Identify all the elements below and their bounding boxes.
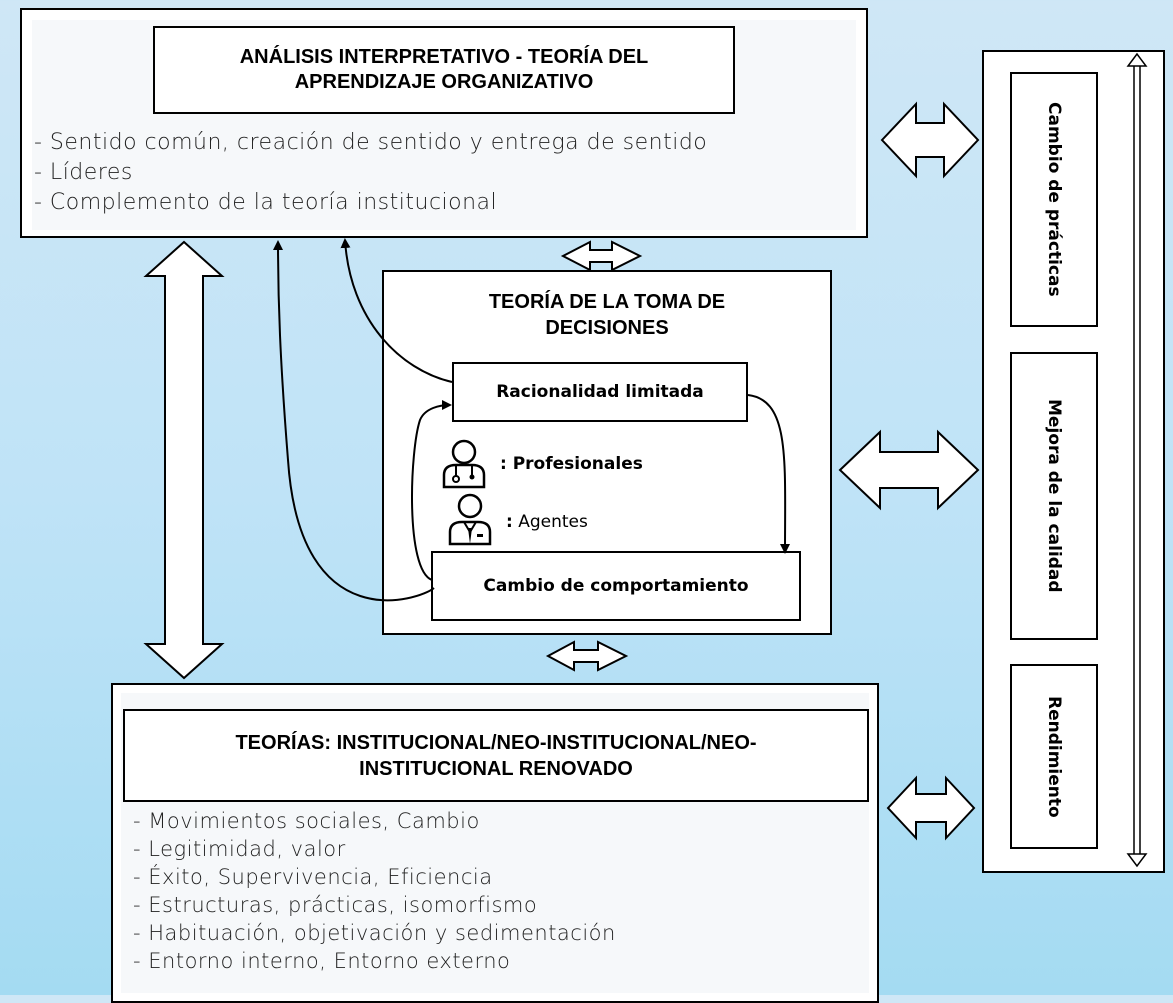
small-double-arrow-icon [545, 640, 629, 672]
title-text: TEORÍAS: INSTITUCIONAL/NEO-INSTITUCIONAL… [235, 731, 757, 780]
list-item: - Sentido común, creación de sentido y e… [34, 130, 708, 155]
list-item: - Entorno interno, Entorno externo [133, 949, 511, 973]
behavior-change-node: Cambio de comportamiento [431, 551, 801, 621]
interpretive-analysis-panel: ANÁLISIS INTERPRETATIVO - TEORÍA DEL APR… [20, 8, 868, 238]
feedback-arrow [273, 240, 435, 602]
interpretive-analysis-list: - Sentido común, creación de sentido y e… [34, 128, 707, 218]
list-item: - Líderes [34, 160, 133, 185]
list-item: - Complemento de la teoría institucional [34, 190, 498, 215]
list-item: - Estructuras, prácticas, isomorfismo [133, 893, 538, 917]
node-label: Cambio de comportamiento [483, 576, 749, 596]
title-text: ANÁLISIS INTERPRETATIVO - TEORÍA DEL APR… [239, 46, 649, 93]
legend-colon: : [506, 512, 513, 532]
cycle-arrow [411, 400, 452, 581]
interpretive-analysis-title: ANÁLISIS INTERPRETATIVO - TEORÍA DEL APR… [153, 26, 735, 114]
list-item: - Movimientos sociales, Cambio [133, 809, 480, 833]
doctor-icon [438, 437, 490, 489]
outcome-label: Mejora de la calidad [1044, 399, 1064, 593]
list-item: - Éxito, Supervivencia, Eficiencia [133, 865, 493, 889]
institutional-theories-title: TEORÍAS: INSTITUCIONAL/NEO-INSTITUCIONAL… [123, 709, 869, 802]
institutional-theories-panel: TEORÍAS: INSTITUCIONAL/NEO-INSTITUCIONAL… [111, 683, 879, 1003]
legend-profesionales: : Profesionales [500, 454, 643, 474]
legend-text: : Profesionales [500, 454, 643, 474]
outcome-box-performance: Rendimiento [1010, 664, 1098, 849]
vertical-double-arrow-icon [1126, 52, 1148, 868]
bounded-rationality-node: Racionalidad limitada [452, 362, 748, 422]
double-arrow-icon [838, 429, 980, 511]
outcome-label: Cambio de prácticas [1044, 102, 1064, 297]
legend-agentes: : Agentes [506, 512, 588, 532]
agent-icon [444, 492, 496, 546]
outcome-box-quality: Mejora de la calidad [1010, 352, 1098, 640]
outcome-box-practices: Cambio de prácticas [1010, 72, 1098, 327]
list-item: - Habituación, objetivación y sedimentac… [133, 921, 616, 945]
doctor-icon-svg [442, 439, 486, 489]
cycle-arrow [747, 394, 791, 554]
agent-icon-svg [448, 493, 492, 546]
decision-theory-title: TEORÍA DE LA TOMA DE DECISIONES [384, 280, 830, 350]
list-item: - Legitimidad, valor [133, 837, 346, 861]
double-arrow-icon [880, 101, 980, 179]
node-label: Racionalidad limitada [496, 382, 704, 402]
outcome-label: Rendimiento [1044, 695, 1064, 818]
feedback-arrow [340, 238, 453, 383]
institutional-theories-list: - Movimientos sociales, Cambio - Legitim… [133, 807, 616, 975]
double-arrow-icon [886, 775, 976, 841]
small-double-arrow-icon [560, 240, 643, 272]
legend-text: Agentes [518, 512, 588, 532]
large-vertical-double-arrow-icon [143, 240, 225, 680]
title-text: TEORÍA DE LA TOMA DE DECISIONES [488, 291, 726, 339]
